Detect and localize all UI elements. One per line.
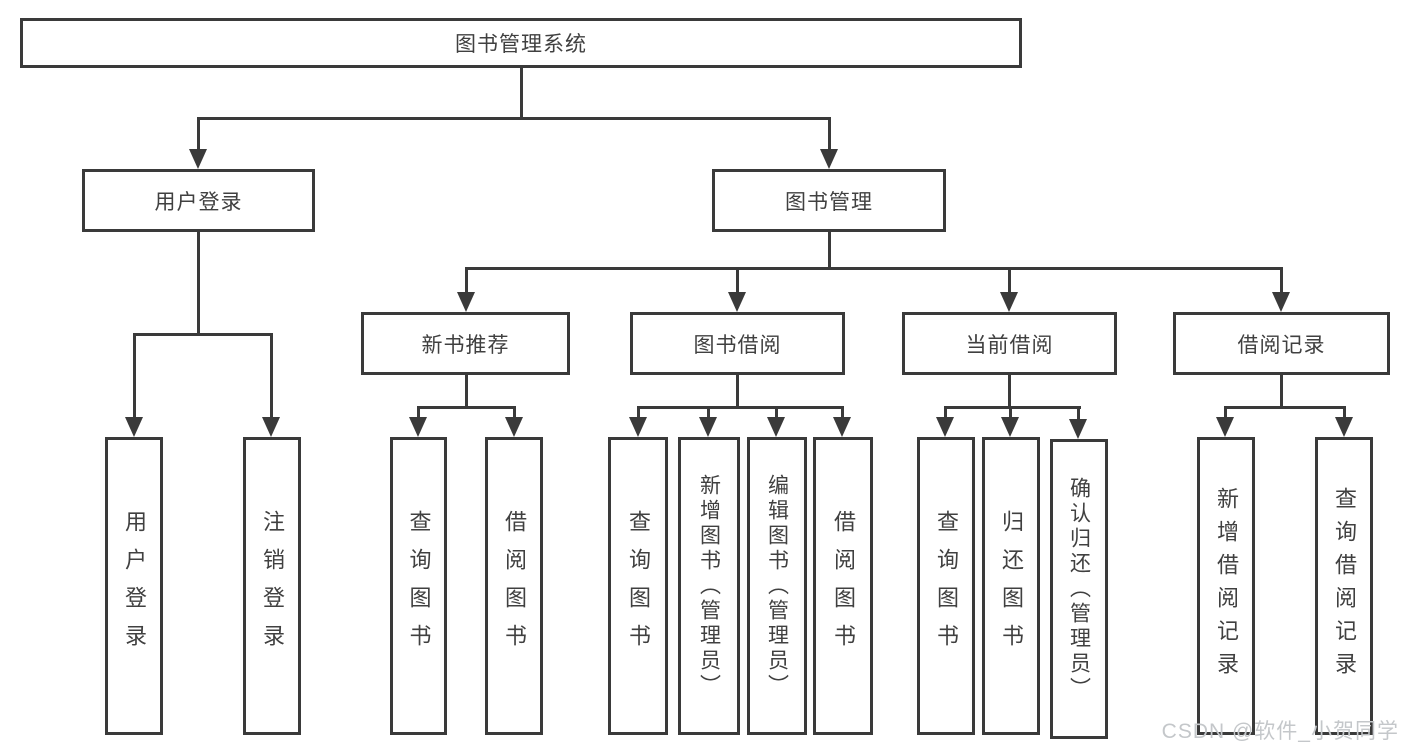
- leaf-bb-borrow-books: 借阅图书: [813, 437, 873, 735]
- leaf-bb-query-books: 查询图书: [608, 437, 668, 735]
- leaf-label: 查询图书: [626, 510, 651, 662]
- connector-line: [736, 375, 739, 409]
- connector-arrow: [1069, 419, 1087, 439]
- node-current-borrow: 当前借阅: [902, 312, 1117, 375]
- connector-arrow: [457, 292, 475, 312]
- connector-line: [465, 267, 1283, 270]
- connector-line: [1008, 375, 1011, 409]
- connector-arrow: [728, 292, 746, 312]
- connector-line: [270, 333, 273, 419]
- leaf-nbr-query-books: 查询图书: [390, 437, 447, 735]
- node-book-borrow: 图书借阅: [630, 312, 845, 375]
- connector-line: [1008, 267, 1011, 294]
- connector-line: [944, 406, 947, 419]
- connector-arrow: [833, 417, 851, 437]
- leaf-label: 借阅图书: [502, 510, 527, 662]
- node-label: 图书管理系统: [455, 33, 587, 56]
- leaf-label: 编辑图书（管理员）: [765, 473, 789, 699]
- connector-line: [1280, 375, 1283, 409]
- node-label: 图书管理: [785, 190, 873, 214]
- node-book-management: 图书管理: [712, 169, 946, 232]
- connector-arrow: [1001, 417, 1019, 437]
- connector-line: [1343, 406, 1346, 419]
- leaf-bb-add-books-admin: 新增图书（管理员）: [678, 437, 740, 735]
- connector-arrow: [409, 417, 427, 437]
- connector-line: [707, 406, 710, 419]
- node-borrow-records: 借阅记录: [1173, 312, 1390, 375]
- connector-arrow: [1272, 292, 1290, 312]
- leaf-cb-query-books: 查询图书: [917, 437, 975, 735]
- node-label: 当前借阅: [965, 333, 1054, 357]
- connector-line: [465, 375, 468, 409]
- connector-line: [828, 232, 831, 270]
- connector-line: [1280, 267, 1283, 294]
- connector-line: [637, 406, 640, 419]
- connector-arrow: [125, 417, 143, 437]
- leaf-label: 查询借阅记录: [1332, 487, 1357, 685]
- leaf-label: 确认归还（管理员）: [1067, 476, 1091, 702]
- connector-line: [736, 267, 739, 294]
- leaf-label: 新增图书（管理员）: [697, 473, 721, 699]
- connector-line: [133, 333, 136, 419]
- leaf-label: 查询图书: [406, 510, 432, 662]
- node-new-book-recommend: 新书推荐: [361, 312, 570, 375]
- connector-line: [841, 406, 844, 419]
- connector-line: [197, 117, 200, 151]
- connector-arrow: [189, 149, 207, 169]
- connector-arrow: [699, 417, 717, 437]
- connector-line: [197, 117, 831, 120]
- connector-arrow: [629, 417, 647, 437]
- connector-line: [1224, 406, 1346, 409]
- connector-line: [417, 406, 516, 409]
- node-label: 借阅记录: [1237, 333, 1326, 357]
- connector-arrow: [505, 417, 523, 437]
- connector-arrow: [1335, 417, 1353, 437]
- leaf-cb-confirm-return-admin: 确认归还（管理员）: [1050, 439, 1108, 739]
- leaf-br-query-record: 查询借阅记录: [1315, 437, 1373, 735]
- connector-line: [1077, 406, 1080, 419]
- leaf-br-add-record: 新增借阅记录: [1197, 437, 1255, 735]
- connector-arrow: [767, 417, 785, 437]
- connector-line: [513, 406, 516, 419]
- node-label: 新书推荐: [421, 333, 510, 357]
- connector-line: [828, 117, 831, 151]
- node-label: 用户登录: [154, 190, 243, 214]
- csdn-watermark: CSDN @软件_小贺同学: [1161, 720, 1399, 743]
- connector-arrow: [1216, 417, 1234, 437]
- connector-line: [1009, 406, 1012, 419]
- leaf-label: 借阅图书: [831, 510, 856, 662]
- connector-arrow: [262, 417, 280, 437]
- leaf-user-login: 用户登录: [105, 437, 163, 735]
- node-book-management-system: 图书管理系统: [20, 18, 1022, 68]
- node-label: 图书借阅: [693, 333, 782, 357]
- connector-arrow: [820, 149, 838, 169]
- leaf-bb-edit-books-admin: 编辑图书（管理员）: [747, 437, 807, 735]
- leaf-label: 注销登录: [260, 510, 285, 662]
- connector-line: [520, 68, 523, 120]
- connector-arrow: [1000, 292, 1018, 312]
- node-user-login: 用户登录: [82, 169, 315, 232]
- connector-line: [775, 406, 778, 419]
- leaf-label: 用户登录: [122, 510, 147, 662]
- connector-line: [133, 333, 273, 336]
- connector-line: [637, 406, 844, 409]
- connector-line: [417, 406, 420, 419]
- connector-line: [197, 232, 200, 336]
- leaf-cb-return-books: 归还图书: [982, 437, 1040, 735]
- leaf-logout: 注销登录: [243, 437, 301, 735]
- connector-arrow: [936, 417, 954, 437]
- leaf-nbr-borrow-books: 借阅图书: [485, 437, 543, 735]
- connector-line: [1224, 406, 1227, 419]
- connector-line: [465, 267, 468, 294]
- leaf-label: 查询图书: [934, 510, 959, 662]
- leaf-label: 归还图书: [999, 510, 1024, 662]
- leaf-label: 新增借阅记录: [1214, 487, 1239, 685]
- connector-line: [944, 406, 1081, 409]
